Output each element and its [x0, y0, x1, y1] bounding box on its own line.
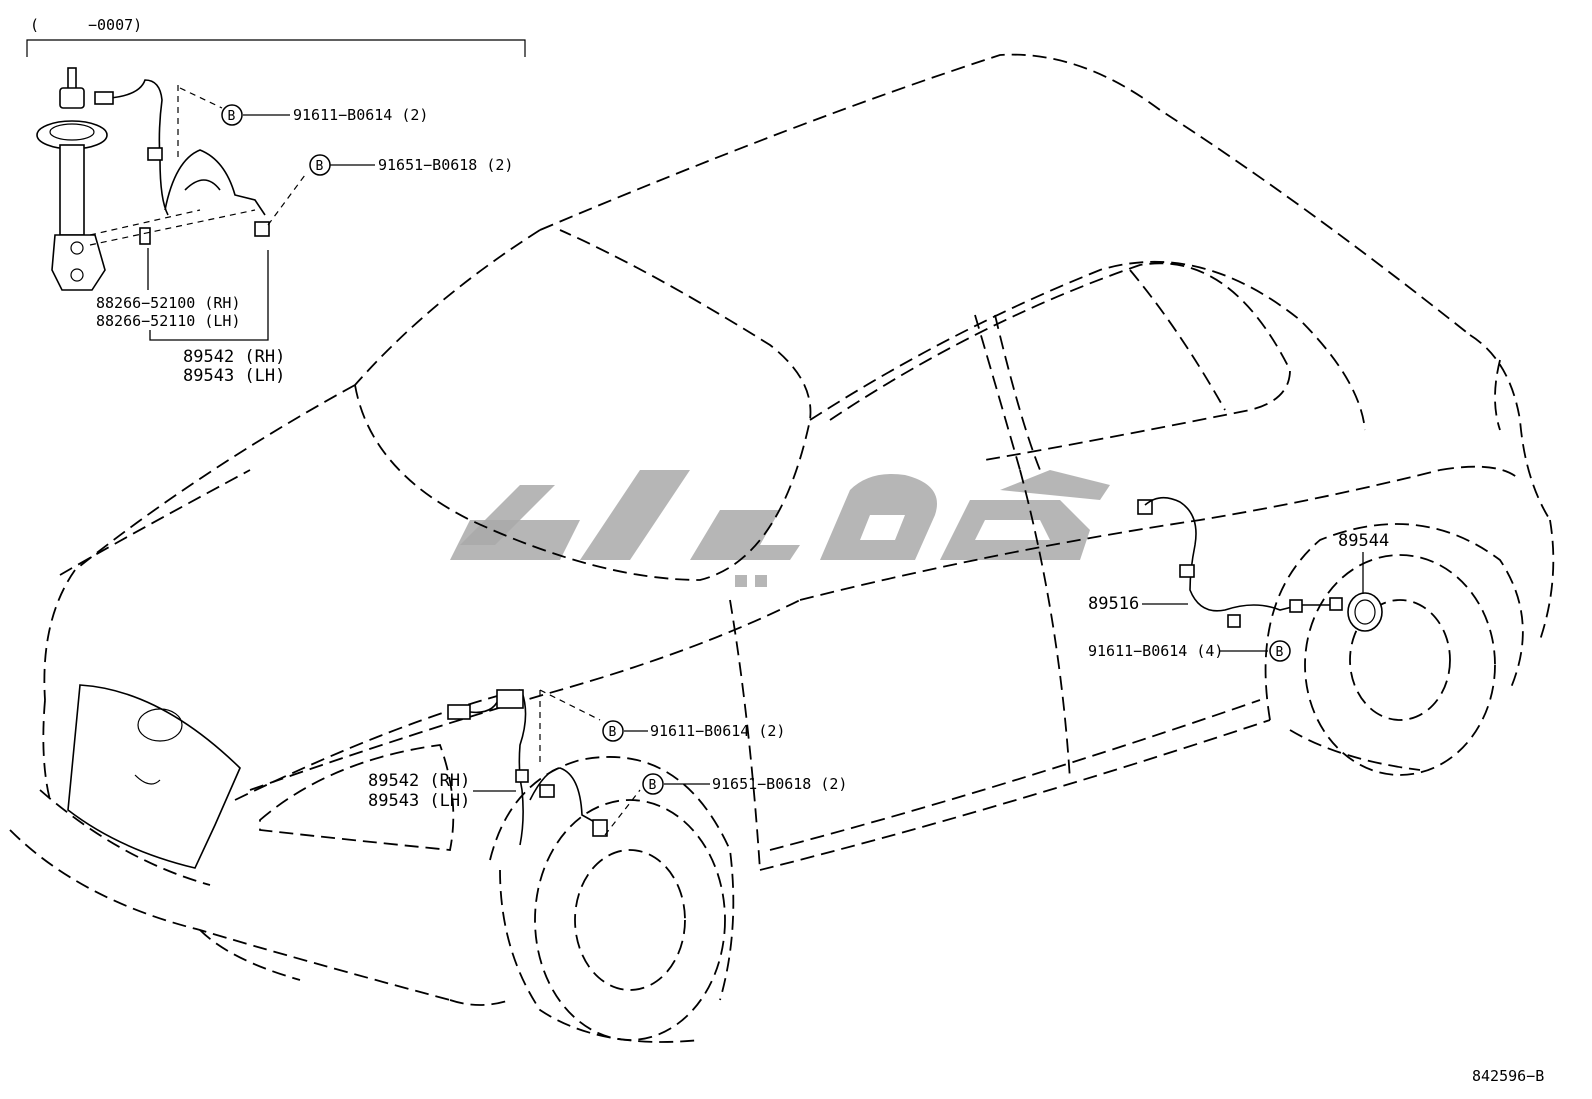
inset-leaders: [147, 114, 375, 341]
inset-bolt-marker-1: B: [221, 104, 243, 126]
front-leaders: [473, 730, 710, 792]
inset-clip-lh-label: 88266−52110 (LH): [96, 312, 241, 330]
inset-range-bracket: [26, 39, 526, 57]
inset-bolt-marker-2: B: [309, 154, 331, 176]
svg-text:B: B: [609, 725, 617, 740]
rear-rotor-label: 89544: [1338, 531, 1389, 551]
svg-text:B: B: [1276, 645, 1284, 660]
svg-text:B: B: [649, 778, 657, 793]
rear-bolt-marker: B: [1269, 640, 1291, 662]
front-sensor-rh-label: 89542 (RH): [368, 771, 470, 791]
front-sensor-lh-label: 89543 (LH): [368, 791, 470, 811]
svg-text:B: B: [316, 159, 324, 174]
watermark-logo: [450, 470, 1110, 587]
rear-sensor-harness: [1137, 496, 1343, 628]
rear-rotor: [1347, 592, 1383, 632]
rear-sensor-label: 89516: [1088, 594, 1139, 614]
front-sensor-harness: [447, 689, 641, 846]
inset-strut-assembly: [36, 67, 108, 291]
front-bolt-1-label: 91611−B0614 (2): [650, 722, 785, 740]
svg-text:B: B: [228, 109, 236, 124]
front-bolt-marker-2: B: [642, 773, 664, 795]
rear-leaders: [1142, 552, 1364, 652]
car-body-outline: [9, 53, 1555, 1043]
inset-sensor-harness: [89, 79, 306, 246]
front-bolt-marker-1: B: [602, 720, 624, 742]
inset-bolt-1-label: 91611−B0614 (2): [293, 106, 428, 124]
range-end-label: −0007): [88, 16, 142, 34]
front-grille: [67, 684, 241, 869]
rear-bolt-label: 91611−B0614 (4): [1088, 642, 1223, 660]
range-open-paren: (: [30, 16, 39, 34]
inset-bolt-2-label: 91651−B0618 (2): [378, 156, 513, 174]
inset-sensor-rh-label: 89542 (RH): [183, 347, 285, 367]
inset-clip-rh-label: 88266−52100 (RH): [96, 294, 241, 312]
diagram-id-label: 842596−B: [1472, 1067, 1544, 1085]
front-bolt-2-label: 91651−B0618 (2): [712, 775, 847, 793]
inset-sensor-lh-label: 89543 (LH): [183, 366, 285, 386]
